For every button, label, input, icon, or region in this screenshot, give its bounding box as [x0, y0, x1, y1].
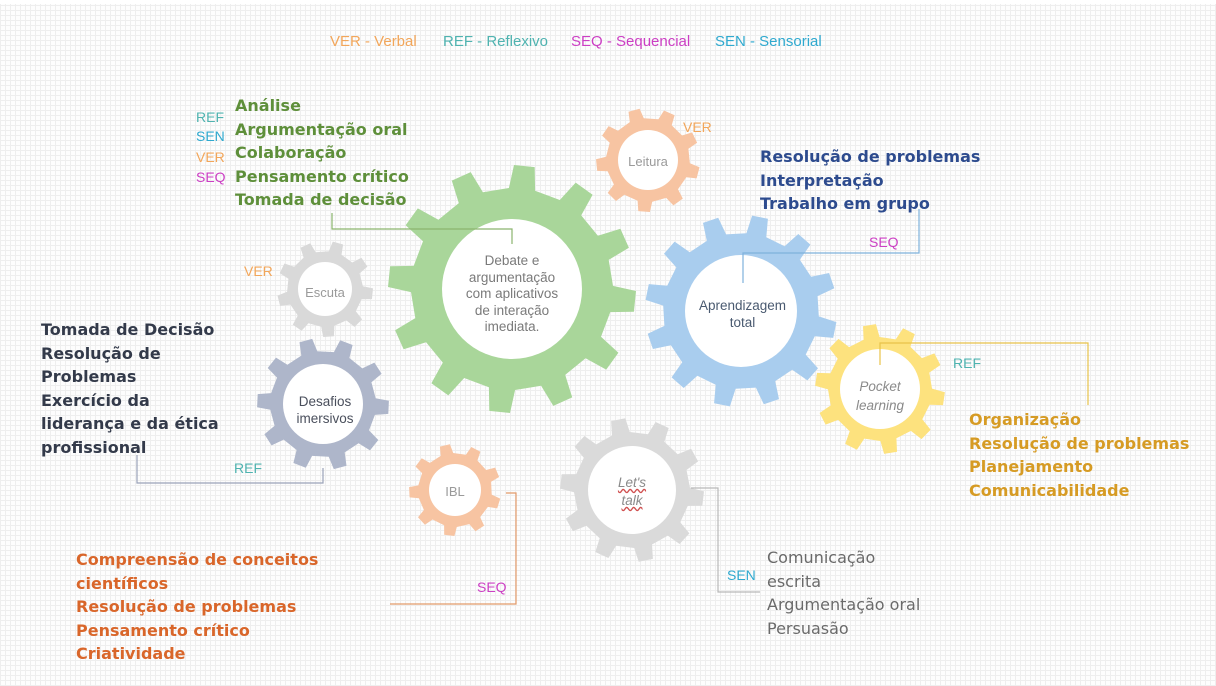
tag-ver-leitura: VER: [683, 119, 712, 135]
gear-letstalk: [560, 418, 704, 562]
gear-letstalk-hub: [588, 446, 676, 534]
gear-leitura-label: Leitura: [628, 154, 668, 169]
gear-ibl-hub: [429, 464, 481, 516]
tag-ver-debate: VER: [196, 149, 225, 165]
tag-sen-debate: SEN: [196, 128, 225, 144]
connector-aprendizagem: [742, 209, 920, 283]
aprendizagem-skills-list: Resolução de problemas Interpretação Tra…: [760, 147, 981, 213]
gear-debate-label: Debate e argumentação com aplicativos de…: [465, 253, 559, 334]
legend-reflexivo: REF - Reflexivo: [443, 33, 549, 50]
tag-seq-aprendizagem: SEQ: [869, 234, 899, 250]
gear-escuta-label: Escuta: [305, 285, 345, 300]
pocket-skills-list: Organização Resolução de problemas Plane…: [969, 410, 1190, 500]
tag-ref-desafios: REF: [234, 460, 262, 476]
gear-leitura-hub: [618, 130, 678, 190]
legend-sequencial: SEQ - Sequencial: [571, 33, 691, 50]
connector-desafios: [136, 455, 324, 484]
gear-debate: [388, 165, 636, 413]
desafios-skills-list: Tomada de Decisão Resolução de Problemas…: [41, 320, 219, 457]
ibl-skills-list: Compreensão de conceitos científicos Res…: [76, 550, 319, 663]
gear-aprendizagem-hub: [685, 255, 797, 367]
tag-seq-debate: SEQ: [196, 169, 226, 185]
gear-debate-hub: [442, 219, 582, 359]
tag-ref-debate: REF: [196, 109, 224, 125]
gear-letstalk-label: Let's talk: [617, 475, 647, 508]
gear-aprendizagem-label: Aprendizagem total: [698, 298, 787, 330]
connector-debate: [331, 213, 513, 244]
legend-verbal: VER - Verbal: [330, 33, 417, 50]
gear-escuta-hub: [298, 262, 352, 316]
tag-seq-ibl: SEQ: [477, 579, 507, 595]
gear-ibl: [409, 444, 501, 536]
gear-desafios-label: Desafios imersivos: [296, 394, 354, 426]
gear-pocket-hub: [840, 349, 920, 429]
tag-sen-letstalk: SEN: [727, 567, 756, 583]
legend-sensorial: SEN - Sensorial: [715, 33, 822, 50]
gear-aprendizagem: [645, 215, 837, 407]
gear-desafios: [257, 338, 389, 470]
gear-pocket: [815, 324, 945, 454]
tag-ver-escuta: VER: [244, 263, 273, 279]
gear-ibl-label: IBL: [445, 484, 465, 499]
connector-ibl: [390, 492, 517, 605]
letstalk-skills-list: Comunicação escrita Argumentação oral Pe…: [767, 548, 921, 638]
gear-escuta: [277, 241, 373, 337]
gear-pocket-label: Pocket learning: [855, 379, 905, 413]
gear-leitura: [596, 108, 700, 212]
connector-letstalk: [691, 487, 760, 593]
tag-ref-pocket: REF: [953, 355, 981, 371]
connector-pocket: [879, 342, 1089, 405]
debate-skills-list: Análise Argumentação oral Colaboração Pe…: [235, 96, 409, 209]
gear-desafios-hub: [283, 364, 363, 444]
